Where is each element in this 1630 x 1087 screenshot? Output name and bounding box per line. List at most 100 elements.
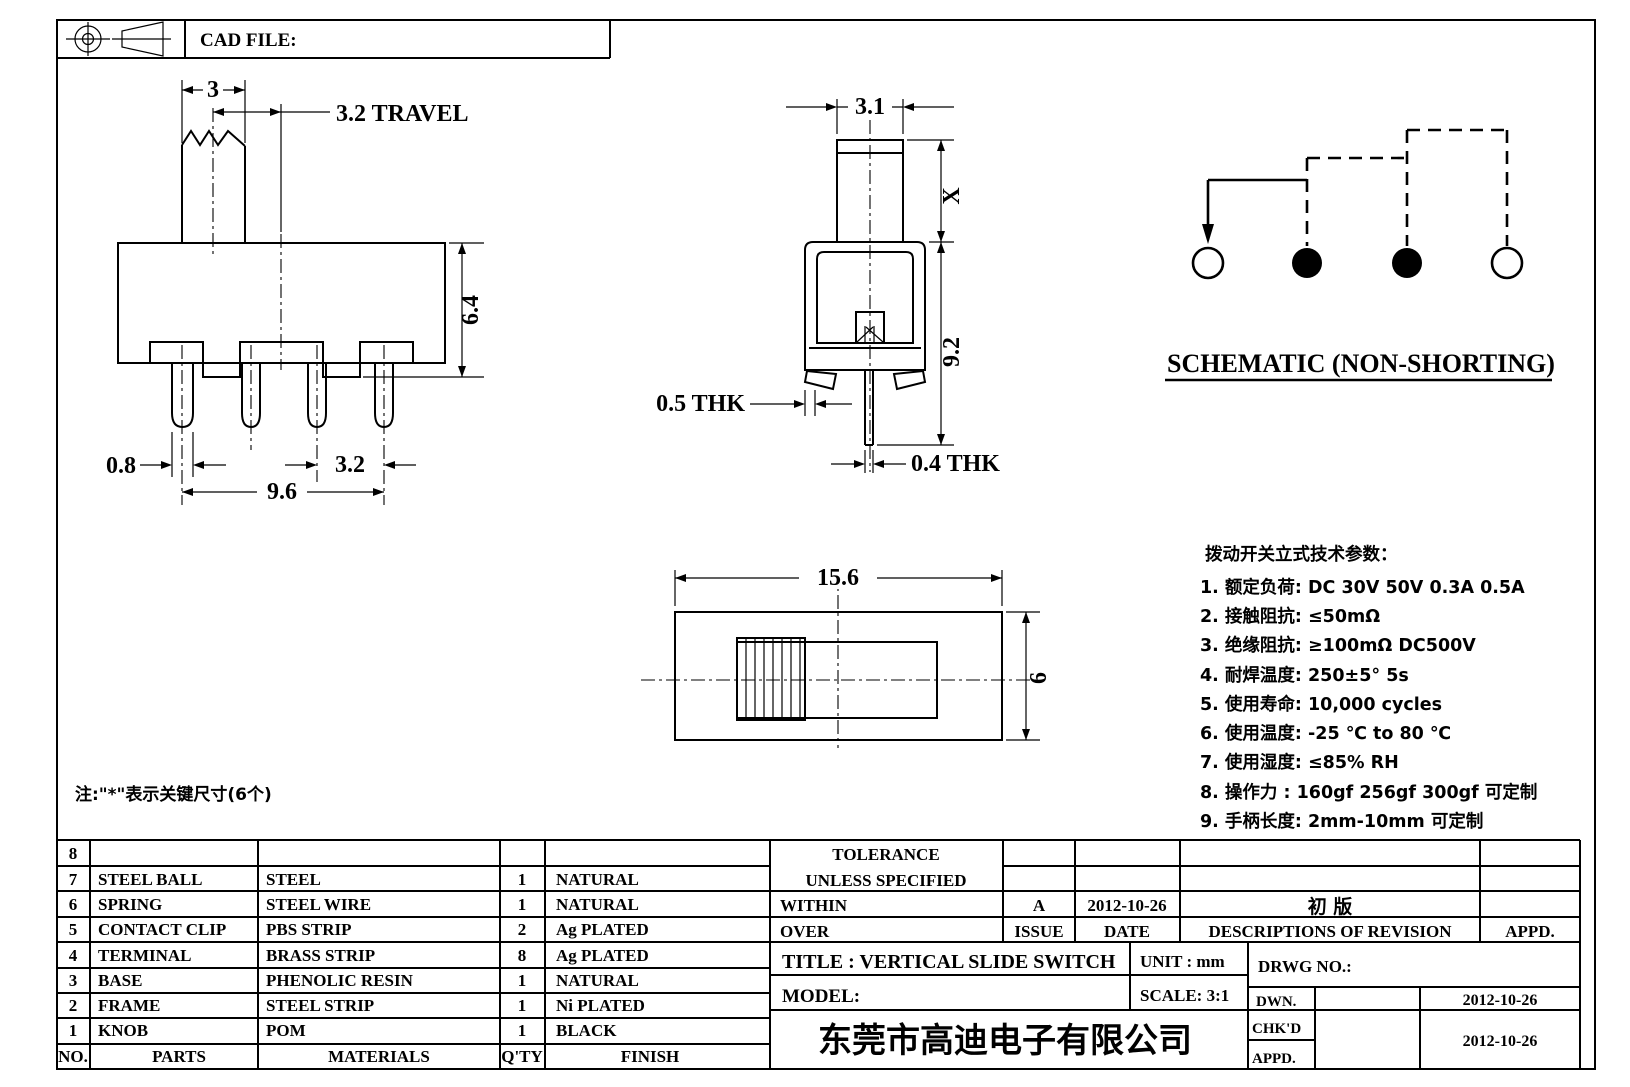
dim-total-height: 9.2 <box>939 337 965 367</box>
row-no: 8 <box>69 844 78 863</box>
row-qty: 1 <box>518 996 527 1015</box>
within-label: WITHIN <box>780 896 848 915</box>
row-parts: KNOB <box>98 1021 148 1040</box>
row-materials: PBS STRIP <box>266 920 352 939</box>
row-qty: 8 <box>518 946 527 965</box>
common-terminal-arrow-icon <box>1202 224 1214 244</box>
dim-width: 6 <box>1026 672 1052 684</box>
row-no: 4 <box>69 946 78 965</box>
tech-param-3: 3. 绝缘阻抗: ≥100mΩ DC500V <box>1200 635 1476 656</box>
row-finish: NATURAL <box>556 971 639 990</box>
tech-param-4: 4. 耐焊温度: 250±5° 5s <box>1200 665 1409 686</box>
date-label: DATE <box>1104 922 1150 941</box>
parts-table: 8 7 STEEL BALL STEEL 1 NATURAL 6 SPRING … <box>58 844 679 1066</box>
dim-travel: 3.2 TRAVEL <box>336 101 469 127</box>
row-parts: SPRING <box>98 895 162 914</box>
tolerance-label2: UNLESS SPECIFIED <box>805 871 966 890</box>
knob-top <box>736 637 806 721</box>
row-finish: Ni PLATED <box>556 996 645 1015</box>
dim-pin-pitch: 3.2 <box>335 452 365 478</box>
tech-param-6: 6. 使用温度: -25 ℃ to 80 ℃ <box>1200 723 1451 744</box>
row-finish: BLACK <box>556 1021 617 1040</box>
drwg-no-label: DRWG NO.: <box>1258 957 1352 976</box>
row-materials: STEEL <box>266 870 321 889</box>
issue-value: A <box>1033 896 1046 915</box>
row-no: 1 <box>69 1021 78 1040</box>
row-materials: POM <box>266 1021 306 1040</box>
tech-param-5: 5. 使用寿命: 10,000 cycles <box>1200 694 1442 715</box>
tech-params: 拨动开关立式技术参数： 1. 额定负荷: DC 30V 50V 0.3A 0.5… <box>1200 544 1537 832</box>
knob-break-line <box>181 129 246 147</box>
key-dimension-note: 注:"*"表示关键尺寸(6个) <box>75 784 272 805</box>
row-parts: FRAME <box>98 996 160 1015</box>
row-materials: STEEL STRIP <box>266 996 374 1015</box>
contact-clip-detail <box>855 311 885 344</box>
company-name: 东莞市高迪电子有限公司 <box>818 1021 1192 1061</box>
cad-file-label: CAD FILE: <box>200 30 297 51</box>
tech-param-2: 2. 接触阻抗: ≤50mΩ <box>1200 606 1380 627</box>
left-flange <box>803 369 838 391</box>
front-view: 3 3.2 TRAVEL 6.4 0.8 3.2 9.6 <box>106 76 484 505</box>
row-no: 2 <box>69 996 78 1015</box>
dim-pin-span: 9.6 <box>267 479 297 505</box>
header-parts: PARTS <box>152 1047 206 1066</box>
header-finish: FINISH <box>621 1047 680 1066</box>
tech-param-8: 8. 操作力 : 160gf 256gf 300gf 可定制 <box>1200 782 1537 803</box>
row-no: 7 <box>69 870 78 889</box>
dwn-date: 2012-10-26 <box>1463 992 1538 1009</box>
appd2-label: APPD. <box>1252 1051 1296 1067</box>
revision-description: 初 版 <box>1308 895 1353 918</box>
dim-handle-length: X <box>939 187 965 205</box>
terminal-3-closed <box>1392 248 1422 278</box>
cone-projection-icon <box>121 21 164 57</box>
side-frame <box>804 241 926 371</box>
header-qty: Q'TY <box>501 1047 543 1066</box>
dim-pin-width: 0.8 <box>106 453 136 479</box>
row-qty: 1 <box>518 1021 527 1040</box>
row-qty: 2 <box>518 920 527 939</box>
row-qty: 1 <box>518 870 527 889</box>
table-grid <box>57 839 1595 1070</box>
row-no: 6 <box>69 895 78 914</box>
date-value: 2012-10-26 <box>1087 896 1166 915</box>
side-view: 3.1 X 9.2 0.5 THK 0.4 THK <box>656 94 1000 477</box>
tech-param-7: 7. 使用湿度: ≤85% RH <box>1200 752 1399 773</box>
tech-param-1: 1. 额定负荷: DC 30V 50V 0.3A 0.5A <box>1200 577 1525 598</box>
tolerance-label: TOLERANCE <box>832 845 939 864</box>
chk-date: 2012-10-26 <box>1463 1033 1538 1050</box>
row-parts: BASE <box>98 971 142 990</box>
drawing-title: TITLE : VERTICAL SLIDE SWITCH <box>782 951 1116 973</box>
right-flange <box>892 369 927 391</box>
dwn-label: DWN. <box>1256 994 1297 1010</box>
model-label: MODEL: <box>782 986 860 1007</box>
chkd-label: CHK'D <box>1252 1021 1301 1037</box>
terminal-2-closed <box>1292 248 1322 278</box>
dim-length: 15.6 <box>817 565 859 591</box>
appd-label: APPD. <box>1505 922 1555 941</box>
row-materials: PHENOLIC RESIN <box>266 971 414 990</box>
row-no: 3 <box>69 971 78 990</box>
row-materials: STEEL WIRE <box>266 895 371 914</box>
row-parts: CONTACT CLIP <box>98 920 226 939</box>
row-finish: Ag PLATED <box>556 946 649 965</box>
terminal-4-open <box>1490 246 1524 280</box>
terminal-1-open <box>1191 246 1225 280</box>
schematic: SCHEMATIC (NON-SHORTING) <box>1165 128 1555 382</box>
dim-pin-thickness: 0.4 THK <box>911 451 1000 477</box>
top-view: 15.6 6 <box>641 565 1052 748</box>
dim-frame-thickness: 0.5 THK <box>656 391 745 417</box>
header-materials: MATERIALS <box>328 1047 430 1066</box>
over-label: OVER <box>780 922 830 941</box>
row-no: 5 <box>69 920 78 939</box>
row-finish: NATURAL <box>556 895 639 914</box>
title-block: TOLERANCE UNLESS SPECIFIED WITHIN OVER A… <box>780 845 1555 1067</box>
unit-label: UNIT : mm <box>1140 952 1225 971</box>
row-parts: TERMINAL <box>98 946 192 965</box>
revision-label: DESCRIPTIONS OF REVISION <box>1208 922 1452 941</box>
row-qty: 1 <box>518 971 527 990</box>
row-parts: STEEL BALL <box>98 870 202 889</box>
first-angle-projection-icon <box>66 21 171 57</box>
row-finish: NATURAL <box>556 870 639 889</box>
tech-params-title: 拨动开关立式技术参数： <box>1205 544 1398 565</box>
